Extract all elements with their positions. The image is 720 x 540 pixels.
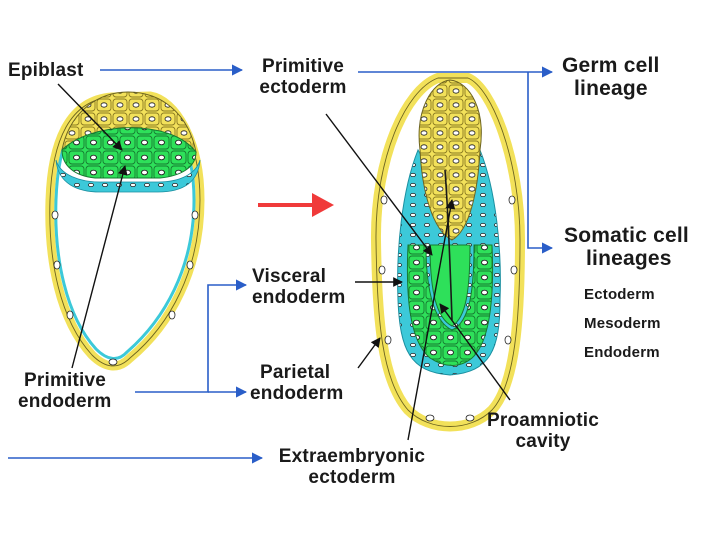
somatic-type-ectoderm: Ectoderm: [584, 286, 655, 303]
label-primitive-ectoderm-line2: ectoderm: [259, 77, 347, 98]
right-extraembryonic-ectoderm: [418, 79, 482, 241]
label-parietal-endoderm: Parietal endoderm: [250, 362, 343, 404]
left-embryo: [45, 91, 205, 371]
left-primitive-endoderm-layer: [55, 159, 201, 193]
flow-arrows: [8, 64, 554, 464]
somatic-type-mesoderm: Mesoderm: [584, 315, 661, 332]
label-parietal-line2: endoderm: [250, 383, 344, 404]
label-somatic-line2: lineages: [586, 247, 672, 270]
label-proamniotic-cavity: Proamniotic cavity: [478, 410, 608, 452]
label-germ-cell-line2: lineage: [574, 77, 648, 100]
label-visceral-line2: endoderm: [252, 287, 346, 308]
label-parietal-line1: Parietal: [260, 362, 331, 383]
somatic-type-endoderm: Endoderm: [584, 344, 660, 361]
label-proamniotic-line1: Proamniotic: [487, 410, 599, 431]
right-embryo: [370, 73, 526, 432]
label-visceral-line1: Visceral: [252, 266, 327, 287]
label-primitive-endoderm-line1: Primitive: [24, 370, 107, 391]
label-extraembryonic-line2: ectoderm: [308, 467, 396, 488]
right-epiblast: [406, 244, 494, 366]
pointer-lines: [57, 83, 511, 441]
arrow-to-somatic-cell: [527, 72, 554, 254]
label-epiblast: Epiblast: [8, 60, 84, 81]
label-primitive-ectoderm-line1: Primitive: [261, 56, 345, 77]
label-primitive-endoderm: Primitive endoderm: [18, 370, 111, 412]
left-epiblast: [61, 127, 197, 179]
label-primitive-ectoderm: Primitive ectoderm: [246, 56, 360, 98]
label-germ-cell-lineage: Germ cell lineage: [562, 54, 660, 100]
arrow-primitive-endoderm-split: [135, 279, 248, 393]
label-somatic-cell-lineages: Somatic cell lineages: [564, 224, 689, 270]
label-proamniotic-line2: cavity: [515, 431, 571, 452]
label-extraembryonic-ectoderm: Extraembryonic ectoderm: [270, 446, 434, 488]
label-germ-cell-line1: Germ cell: [562, 54, 660, 77]
transition-arrow: [258, 193, 334, 217]
label-primitive-endoderm-line2: endoderm: [18, 391, 112, 412]
label-somatic-line1: Somatic cell: [564, 224, 689, 247]
label-extraembryonic-line1: Extraembryonic: [278, 446, 426, 467]
somatic-types-list: Ectoderm Mesoderm Endoderm: [584, 280, 661, 367]
label-visceral-endoderm: Visceral endoderm: [252, 266, 345, 308]
